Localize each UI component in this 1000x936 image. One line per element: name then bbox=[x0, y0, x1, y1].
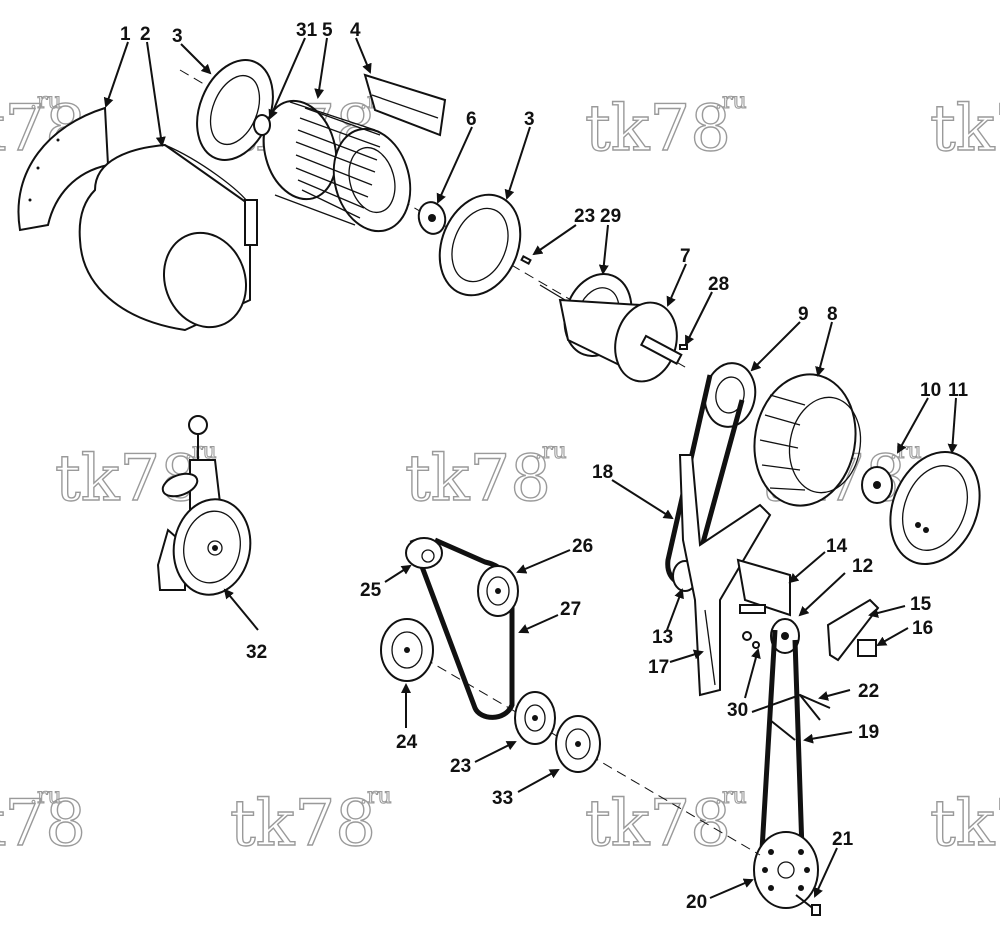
callout-30: 30 bbox=[727, 700, 748, 721]
svg-text:.ru: .ru bbox=[360, 784, 392, 809]
callout-26: 26 bbox=[572, 536, 593, 557]
part-24-pulley bbox=[380, 618, 434, 682]
callout-16: 16 bbox=[912, 618, 933, 639]
callout-14: 14 bbox=[826, 536, 848, 557]
callout-22: 22 bbox=[858, 681, 879, 702]
watermark: tk78.ru bbox=[0, 783, 87, 861]
part-32-handwheel bbox=[156, 415, 252, 596]
watermark: tk78.ru bbox=[584, 783, 747, 861]
callout-17: 17 bbox=[648, 657, 669, 678]
callout-4: 4 bbox=[350, 20, 361, 41]
part-31-hub bbox=[253, 114, 271, 136]
callout-27: 27 bbox=[560, 599, 581, 620]
part-1-side-plate bbox=[17, 106, 110, 232]
callout-11: 11 bbox=[948, 380, 969, 401]
part-30-washer bbox=[742, 631, 760, 649]
callout-1: 1 bbox=[120, 24, 131, 45]
part-7-motor bbox=[539, 284, 683, 383]
part-23-key bbox=[520, 255, 532, 265]
callout-7: 7 bbox=[680, 246, 691, 267]
svg-text:.ru: .ru bbox=[535, 439, 567, 464]
watermark: tk78 bbox=[929, 91, 1000, 166]
svg-text:tk78: tk78 bbox=[585, 787, 731, 861]
part-20-pulley bbox=[753, 831, 819, 909]
watermark: tk78.ru bbox=[584, 88, 747, 166]
callout-31: 31 bbox=[296, 20, 318, 41]
callout-32: 32 bbox=[246, 642, 267, 663]
part-33-pulley bbox=[555, 715, 601, 773]
callout-labels: 1 2 3 31 5 4 6 3 23 29 7 28 9 8 10 11 18… bbox=[120, 20, 969, 913]
svg-text:.ru: .ru bbox=[715, 784, 747, 809]
part-22-lever bbox=[751, 693, 831, 741]
part-6-hub-disc bbox=[417, 201, 447, 235]
part-28-key bbox=[679, 344, 688, 350]
svg-text:tk78: tk78 bbox=[930, 787, 1000, 861]
callout-23: 23 bbox=[574, 206, 595, 227]
callout-9: 9 bbox=[798, 304, 809, 325]
svg-text:tk78: tk78 bbox=[585, 92, 731, 166]
svg-text:tk78: tk78 bbox=[405, 442, 551, 516]
callout-18: 18 bbox=[592, 462, 613, 483]
svg-text:.ru: .ru bbox=[890, 439, 922, 464]
callout-8: 8 bbox=[827, 304, 838, 325]
watermark: tk78.ru bbox=[229, 783, 392, 861]
callout-28: 28 bbox=[708, 274, 729, 295]
callout-6: 6 bbox=[466, 109, 477, 130]
part-23-pulley bbox=[514, 691, 556, 745]
part-8-fan-wheel bbox=[753, 373, 862, 507]
part-12-pulley bbox=[770, 618, 800, 654]
callout-19: 19 bbox=[858, 722, 879, 743]
callout-15: 15 bbox=[910, 594, 932, 615]
part-9-pulley bbox=[703, 362, 757, 428]
callout-25: 25 bbox=[360, 580, 382, 601]
svg-text:tk78: tk78 bbox=[930, 92, 1000, 166]
callout-29: 29 bbox=[600, 206, 621, 227]
svg-text:.ru: .ru bbox=[30, 784, 62, 809]
part-10-hub bbox=[861, 466, 893, 504]
watermark-group: tk78.ru tk78.ru tk78.ru tk78 tk78.ru tk7… bbox=[0, 88, 1000, 861]
part-25-pulley bbox=[405, 537, 443, 569]
part-11-inlet-ring bbox=[889, 450, 981, 566]
part-17-bracket bbox=[678, 454, 772, 697]
callout-33: 33 bbox=[492, 788, 513, 809]
callout-10: 10 bbox=[920, 380, 941, 401]
part-14-motor-mount bbox=[736, 558, 791, 617]
callout-12: 12 bbox=[852, 556, 873, 577]
watermark: tk78 bbox=[929, 786, 1000, 861]
part-16-clamp bbox=[857, 639, 877, 657]
part-21-bolt bbox=[795, 894, 821, 916]
callout-5: 5 bbox=[322, 20, 333, 41]
part-4-cutoff-plate bbox=[363, 73, 447, 137]
part-15-slide-rail bbox=[826, 598, 880, 662]
part-27-belt bbox=[409, 537, 515, 720]
callout-20: 20 bbox=[686, 892, 707, 913]
part-2-blower-housing bbox=[78, 143, 258, 332]
leader-lines bbox=[103, 37, 958, 899]
callout-3: 3 bbox=[172, 26, 183, 47]
part-5-blower-wheel bbox=[262, 99, 412, 233]
callout-24: 24 bbox=[396, 732, 418, 753]
part-3-gasket-ring-right bbox=[438, 193, 522, 297]
svg-text:.ru: .ru bbox=[30, 89, 62, 114]
svg-text:.ru: .ru bbox=[715, 89, 747, 114]
callout-3b: 3 bbox=[524, 109, 535, 130]
callout-21: 21 bbox=[832, 829, 854, 850]
watermark: tk78.ru bbox=[404, 438, 567, 516]
part-26-pulley bbox=[477, 565, 519, 617]
svg-text:tk78: tk78 bbox=[0, 787, 86, 861]
callout-13: 13 bbox=[652, 627, 673, 648]
callout-2: 2 bbox=[140, 24, 151, 45]
callout-23b: 23 bbox=[450, 756, 471, 777]
svg-text:tk78: tk78 bbox=[230, 787, 376, 861]
